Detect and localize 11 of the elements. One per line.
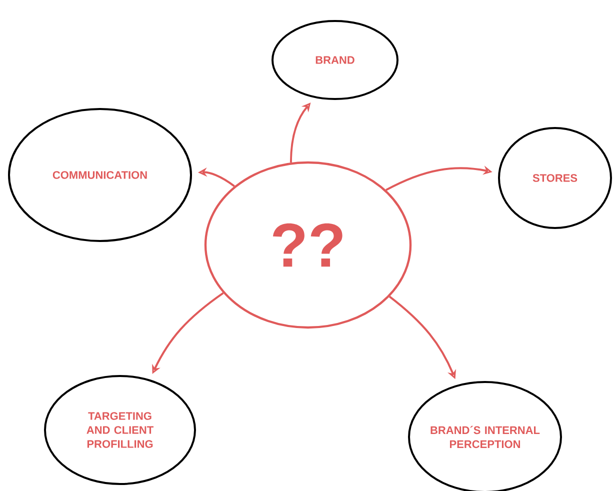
topic-ellipse bbox=[44, 375, 196, 485]
node-label: TARGETING AND CLIENT PROFILLING bbox=[86, 412, 154, 448]
topic-ellipse bbox=[498, 127, 612, 229]
question-marks: ?? bbox=[272, 223, 342, 267]
node-label: COMMUNICATION bbox=[52, 171, 147, 179]
center-circle bbox=[204, 161, 412, 329]
topic-ellipse bbox=[272, 20, 398, 100]
node-label: STORES bbox=[532, 174, 578, 182]
node-label: BRAND bbox=[316, 56, 354, 64]
node-label: BRAND´S INTERNAL PERCEPTION bbox=[430, 426, 540, 448]
topic-ellipse bbox=[8, 108, 192, 242]
